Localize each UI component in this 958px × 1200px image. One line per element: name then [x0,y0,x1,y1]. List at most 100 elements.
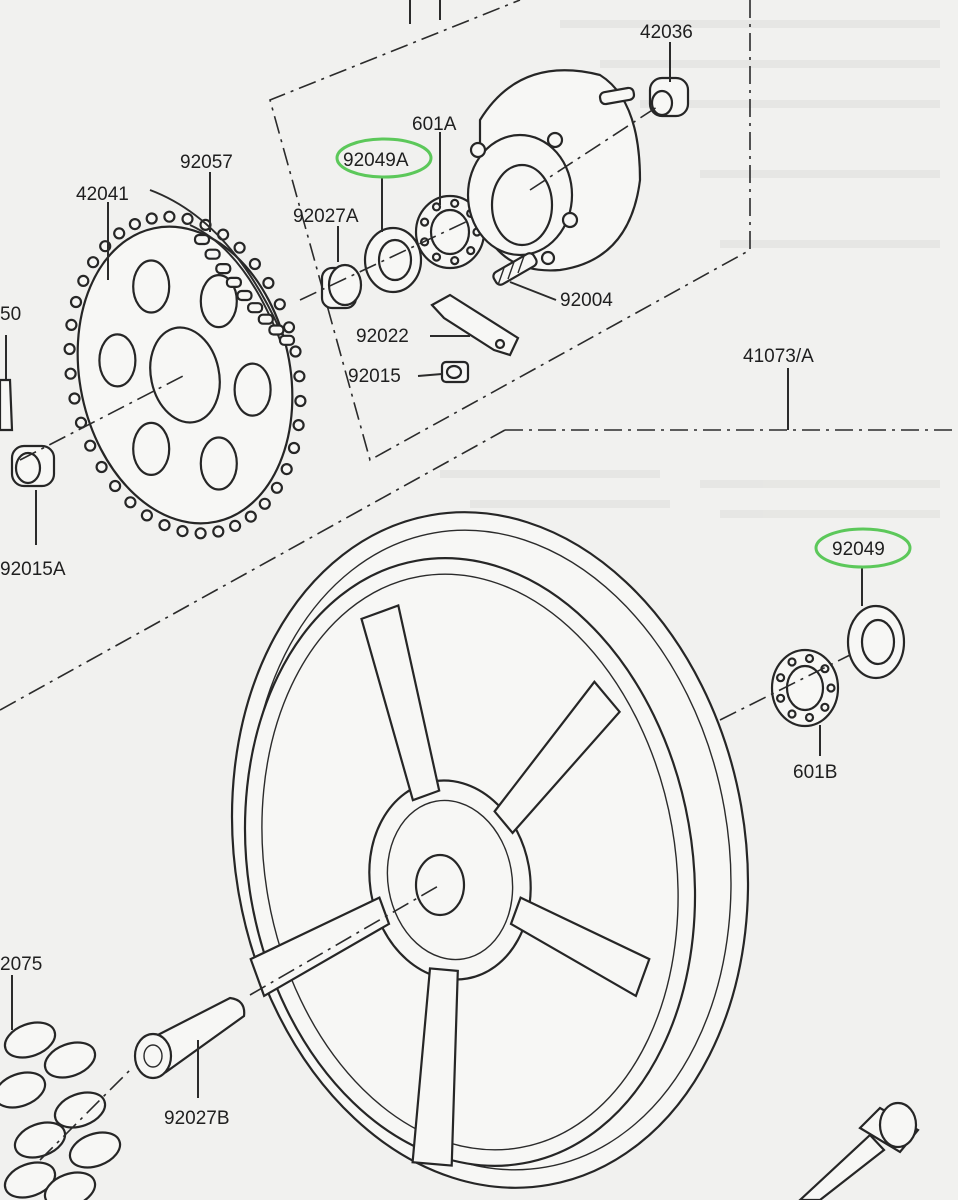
bearing-ball [787,709,797,719]
wheel-spoke [509,896,651,998]
label-92057: 92057 [180,152,233,173]
sprocket-window [199,274,238,329]
label-92049: 92049 [832,539,885,560]
label-92004: 92004 [560,290,613,311]
damper-lobe [3,1161,57,1199]
coupling-hub [466,69,642,272]
sprocket-42041 [63,210,307,540]
sprocket-window [98,333,137,388]
sprocket-tooth [77,274,90,287]
sprocket-tooth [289,345,302,358]
sprocket-tooth [69,295,83,309]
sprocket-window [132,421,171,476]
sprocket-tooth [158,518,171,532]
highlight-92049 [814,527,912,569]
damper-lobe [53,1091,107,1129]
sprocket-tooth [84,439,97,452]
axle [798,1101,920,1200]
chain-link [204,248,221,260]
damper-lobe [43,1041,97,1079]
sprocket-tooth [145,212,158,225]
sprocket-window [199,436,238,491]
sprocket-tooth [287,441,301,455]
spacer-92027b [133,996,246,1080]
sprocket-tooth [244,510,257,523]
label-601a: 601A [412,114,457,135]
wheel-spoke [360,604,441,802]
highlight-92049a [335,137,433,179]
axis-lines [0,104,958,1161]
chain-link [268,324,285,336]
chain-link [225,276,242,288]
leader-lines [11,42,863,1098]
label-92015a: 92015A [0,559,66,580]
label-42041: 42041 [76,184,129,205]
sprocket-tooth [262,276,275,290]
bearing-ball [775,693,786,703]
left-edge-stud [0,335,14,432]
damper-lobe [0,1071,47,1109]
label-2075: 2075 [0,954,42,975]
sprocket-tooth [282,321,296,334]
label-92022: 92022 [356,326,409,347]
subassembly-frame [269,0,751,462]
chain-link [278,334,296,346]
wheel-spoke [249,896,391,998]
bearing-ball [431,202,442,212]
chain-link [215,263,232,275]
sprocket-tooth [212,525,225,538]
sprocket-tooth [293,370,306,383]
sprocket-tooth [258,497,271,510]
bearing-ball [820,702,830,712]
sprocket-tooth [273,298,286,311]
sprocket-tooth [270,481,283,494]
sprocket-tooth [63,342,76,356]
damper-lobe [43,1171,97,1200]
stud-92004 [492,252,538,286]
label-50: 50 [0,304,21,325]
chain-92057 [149,189,296,346]
bearing-ball [804,712,815,723]
damper-lobe [68,1131,122,1169]
chain-link [247,302,264,314]
oil-seal-92049a [363,226,423,294]
wheel-spoke [411,967,459,1167]
sprocket-tooth [233,241,246,254]
label-41073a: 41073/A [743,346,814,367]
bearing-ball [450,256,460,266]
sprocket-window [132,259,171,314]
sprocket-tooth [280,463,293,476]
bearing-ball [787,657,797,667]
sprocket-window [233,362,272,417]
sprocket-tooth [128,218,141,231]
bearing-ball [450,198,460,208]
lock-plate-92022 [430,293,520,357]
sprocket-tooth [181,212,194,225]
wheel-spoke [493,680,622,835]
collar-92027a [320,263,363,310]
sprocket-tooth [95,460,108,474]
sprocket-tooth [294,394,307,408]
nut-92015a [10,444,56,488]
label-92027b: 92027B [164,1108,230,1129]
chain-link [193,233,211,246]
damper-lobe [3,1021,57,1059]
bearing-ball [826,683,836,693]
sprocket-tooth [124,496,137,509]
bearing-601a [414,194,486,270]
sprocket-tooth [68,392,81,405]
oil-seal-92049 [846,604,906,680]
bearing-ball [466,246,476,256]
sprocket-tooth [140,509,153,522]
sprocket-tooth [86,256,100,269]
sprocket-tooth [108,479,122,493]
sprocket-tooth [248,257,261,271]
sprocket-tooth [194,527,207,540]
sprocket-tooth [292,419,305,432]
sprocket-tooth [65,318,78,331]
sprocket-tooth [176,524,189,538]
bearing-601b [770,648,840,728]
nut-42036 [648,76,690,118]
rear-wheel [230,511,750,1189]
